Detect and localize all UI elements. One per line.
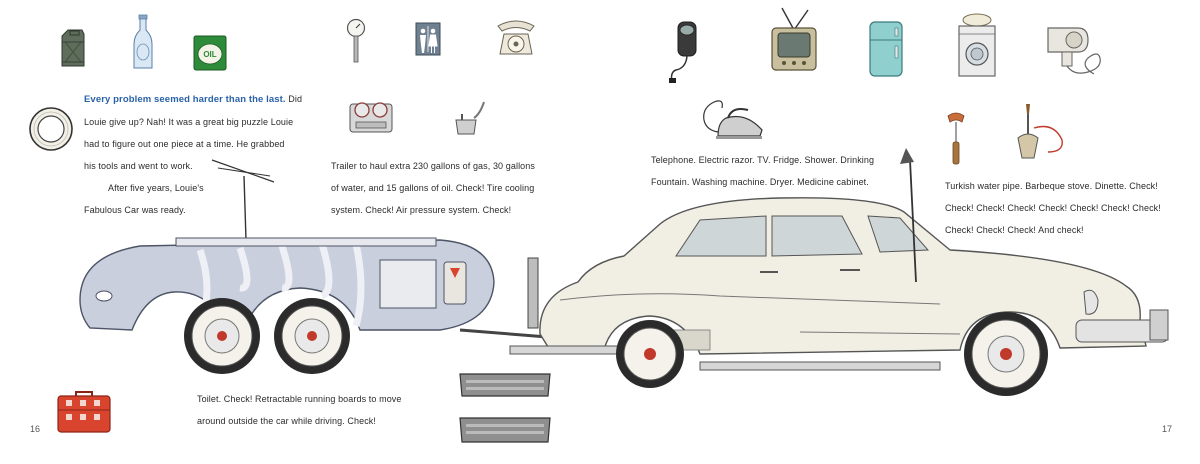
story-lead: Every problem seemed harder than the las…: [84, 94, 286, 105]
oil-label: OIL: [203, 50, 216, 59]
appliances-caption: Telephone. Electric razor. TV. Fridge. S…: [651, 149, 874, 193]
turkish-caption-line: Check! Check! Check! Check! Check! Check…: [945, 203, 1161, 213]
car-antenna: [900, 148, 917, 283]
jerry-can-icon: [61, 29, 85, 67]
trailer-caption-line: of water, and 15 gallons of oil. Check! …: [331, 183, 535, 193]
trailer-caption-line: system. Check! Air pressure system. Chec…: [331, 205, 512, 215]
hair-dryer-icon: [1047, 27, 1101, 75]
telephone-icon: [497, 20, 535, 55]
turkish-caption: Turkish water pipe. Barbeque stove. Dine…: [945, 175, 1161, 241]
story-paragraph: Every problem seemed harder than the las…: [84, 88, 302, 221]
tv-icon: [771, 7, 817, 71]
trailer-antenna: [211, 159, 275, 241]
pressure-gauge-icon: [346, 18, 366, 63]
story-line-1: Did: [288, 94, 303, 104]
bottle-icon: [133, 14, 153, 69]
page-number-right: 17: [1162, 424, 1173, 434]
toilet-caption-line: around outside the car while driving. Ch…: [197, 416, 376, 426]
car: [509, 197, 1169, 371]
turkish-caption-line: Check! Check! Check! And check!: [945, 225, 1084, 235]
story-line-4: his tools and went to work.: [84, 161, 193, 171]
barbeque-fork-icon: [947, 112, 965, 165]
oil-can-icon: OIL: [193, 35, 227, 71]
toilet-caption-line: Toilet. Check! Retractable running board…: [197, 394, 402, 404]
tire-icon: [29, 107, 73, 151]
appliances-caption-line: Fountain. Washing machine. Dryer. Medici…: [651, 177, 869, 187]
story-line-2: Louie give up? Nah! It was a great big p…: [84, 117, 294, 127]
tape-recorder-icon: [349, 102, 393, 133]
turkish-caption-line: Turkish water pipe. Barbeque stove. Dine…: [945, 181, 1158, 191]
iron-icon: [703, 100, 763, 139]
electric-razor-icon: [669, 21, 697, 83]
turkish-water-pipe-icon: [1017, 104, 1063, 159]
fridge-icon: [869, 21, 903, 77]
trailer: [79, 237, 495, 333]
trailer-caption-line: Trailer to haul extra 230 gallons of gas…: [331, 161, 535, 171]
toolbox-icon: [57, 391, 111, 433]
washing-machine-icon: [958, 13, 996, 77]
drinking-fountain-icon: [455, 101, 485, 135]
story-line-5: After five years, Louie's: [108, 183, 204, 193]
story-line-6: Fabulous Car was ready.: [84, 205, 186, 215]
story-line-3: had to figure out one piece at a time. H…: [84, 139, 285, 149]
car-wheels: [616, 312, 1048, 396]
trailer-wheels: [184, 298, 350, 374]
appliances-caption-line: Telephone. Electric razor. TV. Fridge. S…: [651, 155, 875, 165]
restroom-sign-icon: [415, 22, 441, 56]
trailer-caption: Trailer to haul extra 230 gallons of gas…: [331, 155, 535, 221]
page-number-left: 16: [30, 424, 41, 434]
toilet-caption: Toilet. Check! Retractable running board…: [197, 388, 402, 432]
running-boards-icon: [459, 373, 551, 443]
